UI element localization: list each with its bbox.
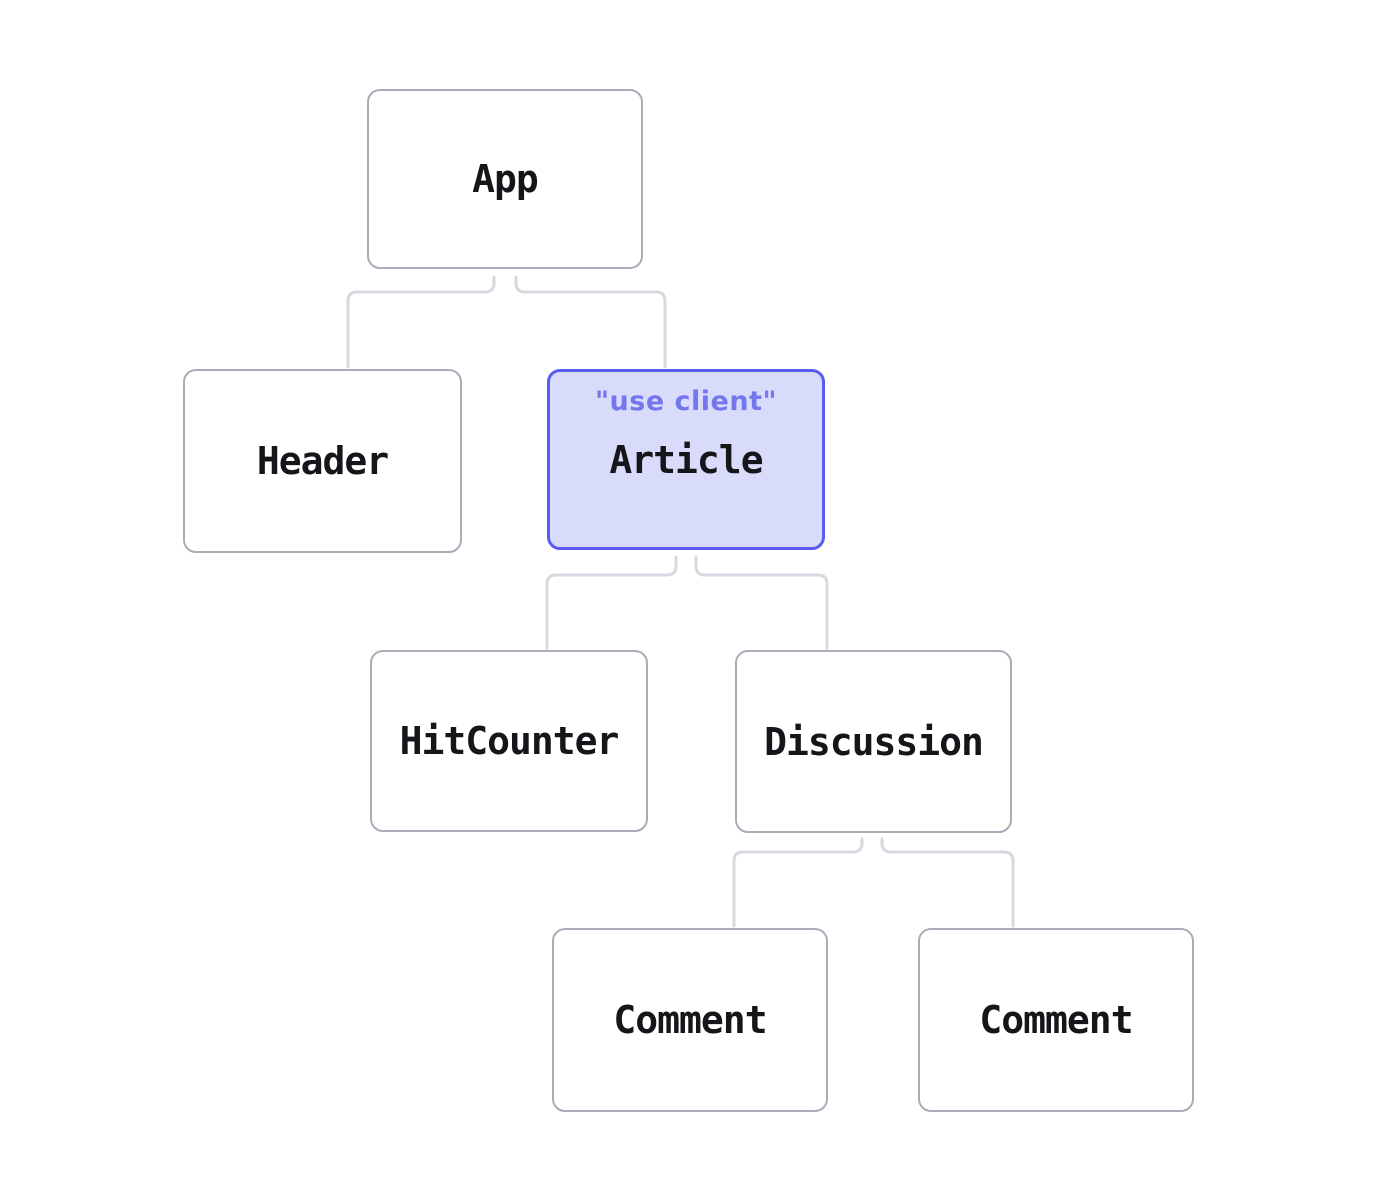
node-header: Header (183, 369, 462, 553)
node-hitcounter: HitCounter (370, 650, 648, 832)
node-comment-2-label: Comment (979, 998, 1133, 1042)
node-discussion: Discussion (735, 650, 1012, 833)
use-client-directive: "use client" (594, 386, 778, 417)
edge-discussion-comment2 (880, 837, 1015, 928)
node-comment-2: Comment (918, 928, 1194, 1112)
node-discussion-label: Discussion (764, 719, 984, 764)
edge-article-discussion (694, 555, 829, 650)
node-app: App (367, 89, 643, 269)
edge-article-hitcounter (545, 555, 678, 650)
edge-app-article (514, 275, 667, 369)
node-app-label: App (472, 157, 539, 201)
node-hitcounter-label: HitCounter (399, 719, 620, 763)
node-header-label: Header (256, 439, 389, 483)
node-article: "use client" Article (547, 369, 825, 550)
edge-app-header (346, 275, 496, 369)
node-article-label: Article (609, 437, 763, 482)
node-comment-1: Comment (552, 928, 828, 1112)
node-comment-1-label: Comment (613, 998, 767, 1042)
edge-discussion-comment1 (732, 837, 864, 928)
